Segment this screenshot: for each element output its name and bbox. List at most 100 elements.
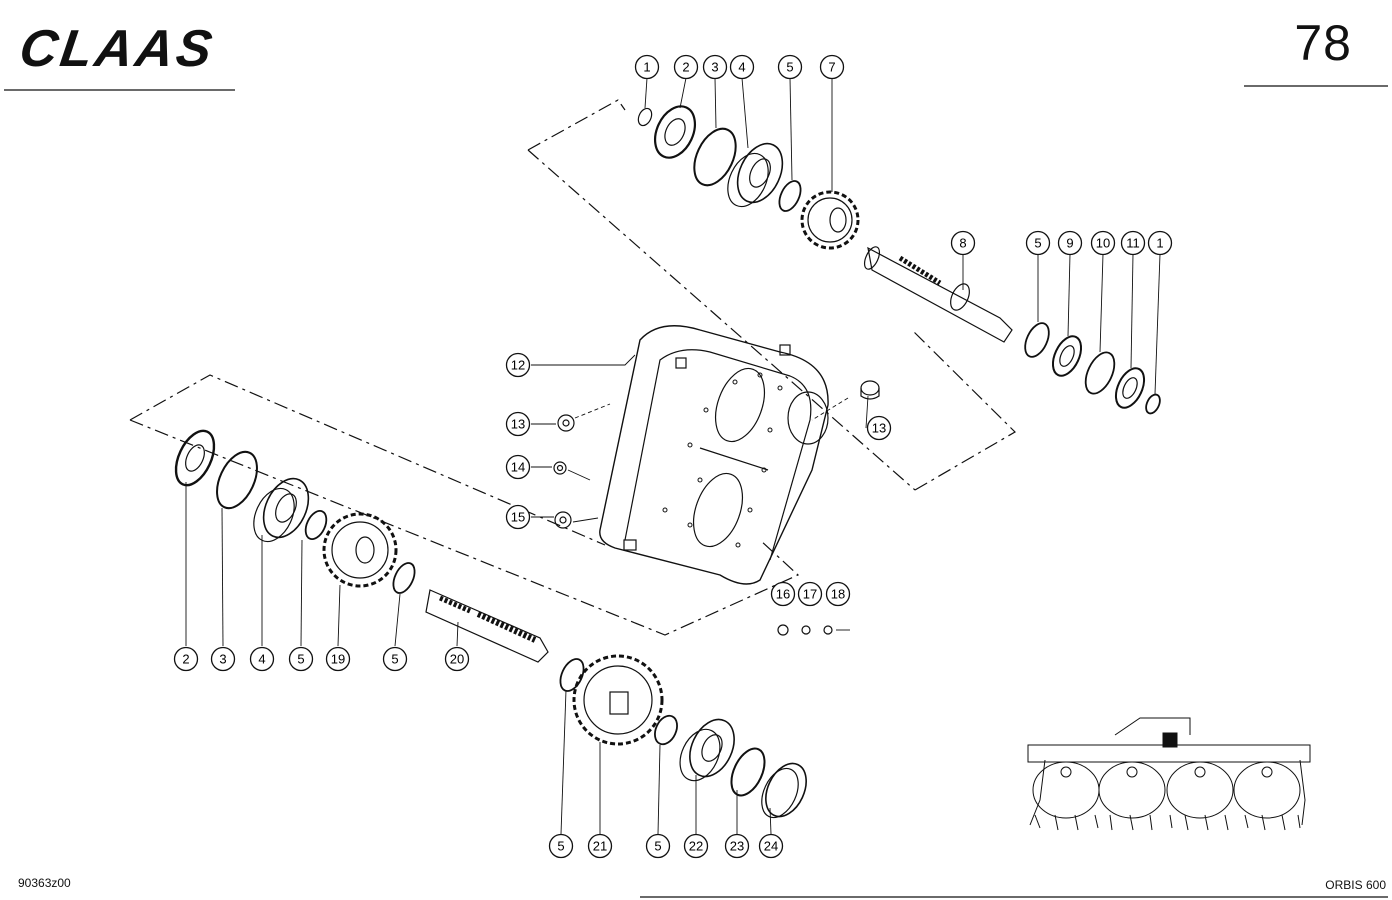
callout-b5: 5	[548, 833, 574, 859]
callout-number: 16	[776, 587, 790, 602]
page-number: 78	[1294, 15, 1352, 71]
callout-circle	[683, 833, 709, 859]
callout-16: 16	[770, 581, 796, 607]
callout-number: 7	[828, 60, 835, 75]
callout-number: 17	[803, 587, 817, 602]
callout-number: 5	[557, 839, 564, 854]
callout-number: 20	[450, 652, 464, 667]
callout-l5b: 5	[382, 646, 408, 672]
callout-number: 5	[391, 652, 398, 667]
callout-number: 13	[511, 417, 525, 432]
callout-top-4: 4	[729, 54, 755, 80]
callout-circle	[777, 54, 803, 80]
circlip-shaft-lower-5	[392, 562, 416, 594]
callout-circle	[758, 833, 784, 859]
callout-22: 22	[683, 833, 709, 859]
callout-19: 19	[325, 646, 351, 672]
upper-assembly-boundary	[527, 99, 1016, 491]
bearing-shaft-9	[1051, 335, 1083, 377]
callout-number: 3	[711, 60, 718, 75]
callout-17: 17	[797, 581, 823, 607]
callout-number: 12	[511, 358, 525, 373]
shim-shaft-10	[1084, 351, 1116, 395]
circlip-lower-5	[304, 509, 328, 541]
callout-number: 13	[872, 421, 886, 436]
svg-text:CLAAS: CLAAS	[22, 22, 218, 74]
callout-9: 9	[1057, 230, 1083, 256]
callout-number: 24	[764, 839, 778, 854]
callout-13b: 13	[866, 415, 892, 441]
callout-l5: 5	[288, 646, 314, 672]
callout-circle	[505, 504, 531, 530]
callout-circle	[673, 54, 699, 80]
callout-circle	[950, 230, 976, 256]
callout-number: 11	[1126, 236, 1140, 251]
bearing-upper	[727, 142, 784, 208]
callout-number: 5	[1034, 236, 1041, 251]
callout-number: 14	[511, 460, 525, 475]
gear-lower-19	[322, 512, 398, 588]
callout-number: 15	[511, 510, 525, 525]
callout-14: 14	[505, 454, 531, 480]
callout-number: 10	[1096, 236, 1110, 251]
callout-circle	[1057, 230, 1083, 256]
callout-8: 8	[950, 230, 976, 256]
callout-5b: 5	[1025, 230, 1051, 256]
callout-top-3: 3	[702, 54, 728, 80]
callout-circle	[587, 833, 613, 859]
callout-circle	[505, 454, 531, 480]
callout-circle	[729, 54, 755, 80]
callout-circle	[1147, 230, 1173, 256]
callout-number: 21	[593, 839, 607, 854]
claas-logo: CLAAS	[22, 22, 218, 74]
callout-l2: 2	[173, 646, 199, 672]
callout-circle	[866, 415, 892, 441]
gear-bottom-21	[572, 654, 664, 746]
callout-number: 22	[689, 839, 703, 854]
mower-thumbnail	[1027, 717, 1311, 831]
callout-b5b: 5	[645, 833, 671, 859]
callout-number: 19	[331, 652, 345, 667]
callout-21: 21	[587, 833, 613, 859]
cover-cap-24	[761, 762, 807, 819]
plug-15	[554, 511, 572, 529]
callout-circle	[634, 54, 660, 80]
callout-circle	[249, 646, 275, 672]
callout-circle	[548, 833, 574, 859]
callout-circle	[173, 646, 199, 672]
output-shaft-upper	[863, 246, 1013, 343]
circlip-bottom-5b	[654, 714, 678, 746]
circlip-bottom-5	[559, 658, 585, 692]
seal-shaft-11	[1114, 367, 1146, 409]
gearbox-housing	[599, 325, 829, 585]
gear-upper	[800, 190, 860, 250]
callout-circle	[819, 54, 845, 80]
callout-circle	[724, 833, 750, 859]
plug-13-left	[557, 414, 575, 432]
callout-number: 2	[182, 652, 189, 667]
callout-top-7: 7	[819, 54, 845, 80]
seal-ring-upper	[653, 105, 697, 159]
callout-circle	[797, 581, 823, 607]
callout-l4: 4	[249, 646, 275, 672]
bearing-bottom-22	[679, 718, 735, 782]
callout-number: 5	[786, 60, 793, 75]
callout-number: 4	[258, 652, 265, 667]
drawing-code: 90363z00	[18, 876, 71, 890]
callout-circle	[1025, 230, 1051, 256]
callout-circle	[825, 581, 851, 607]
callout-number: 2	[682, 60, 689, 75]
callout-circle	[770, 581, 796, 607]
callout-circle	[444, 646, 470, 672]
callout-top-1: 1	[634, 54, 660, 80]
callout-11: 11	[1120, 230, 1146, 256]
callout-number: 8	[959, 236, 966, 251]
callout-number: 18	[831, 587, 845, 602]
callout-24: 24	[758, 833, 784, 859]
callout-circle	[645, 833, 671, 859]
callout-1b: 1	[1147, 230, 1173, 256]
breather-16-18	[777, 624, 833, 636]
callout-13a: 13	[505, 411, 531, 437]
shim-ring-lower	[216, 450, 258, 510]
